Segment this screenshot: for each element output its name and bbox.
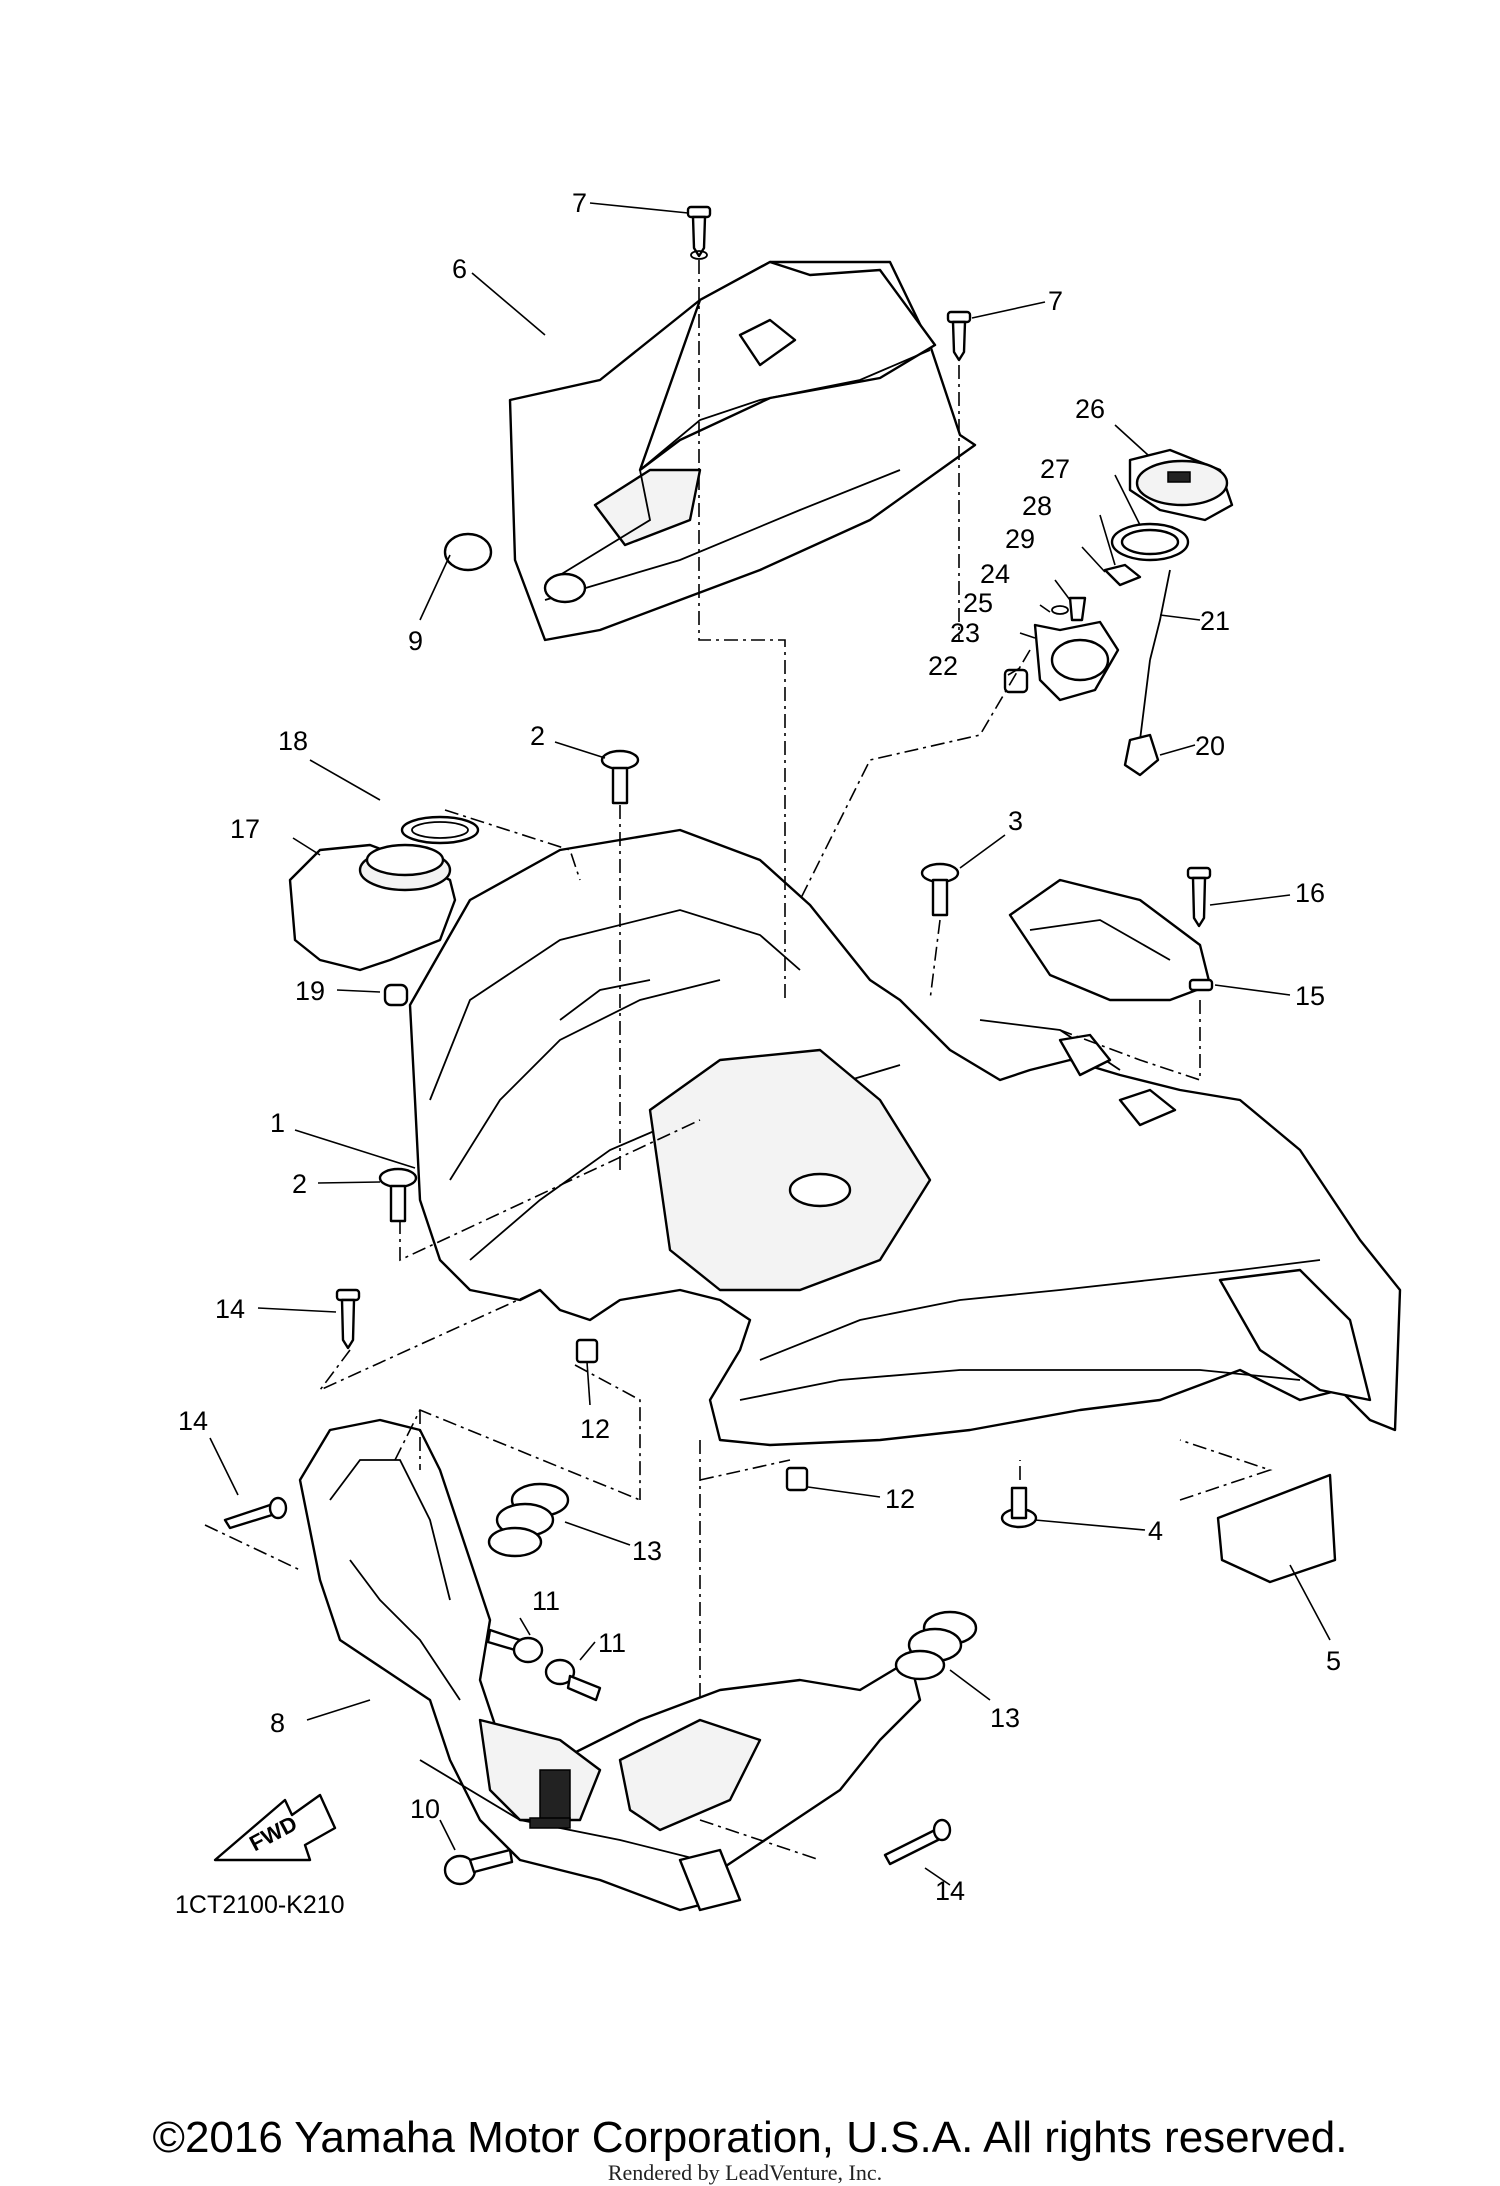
front-upper-cover-part: [508, 260, 977, 642]
callout-2a: 2: [530, 721, 545, 751]
bolt-11-left: [486, 1628, 544, 1664]
callout-25: 25: [963, 588, 993, 618]
leader-lines: [209, 202, 1331, 1886]
callout-19: 19: [295, 976, 325, 1006]
callout-18: 18: [278, 726, 308, 756]
callout-3: 3: [1008, 806, 1023, 836]
bolt-3: [920, 862, 960, 917]
callout-23: 23: [950, 618, 980, 648]
side-cover-15: [1008, 878, 1214, 1002]
callout-14a: 14: [215, 1294, 245, 1324]
callout-7b: 7: [1048, 286, 1063, 316]
callout-4: 4: [1148, 1516, 1163, 1546]
callout-29: 29: [1005, 524, 1035, 554]
callout-13b: 13: [990, 1703, 1020, 1733]
callout-14b: 14: [178, 1406, 208, 1436]
callout-15: 15: [1295, 981, 1325, 1011]
bolt-2-top: [600, 749, 640, 805]
diagram-code: 1CT2100-K210: [175, 1891, 345, 1919]
callout-22: 22: [928, 651, 958, 681]
screw-16: [1186, 866, 1212, 928]
callout-27: 27: [1040, 454, 1070, 484]
callout-20: 20: [1195, 731, 1225, 761]
callout-21: 21: [1200, 606, 1230, 636]
bolt-4: [1000, 1486, 1038, 1529]
callout-6: 6: [452, 254, 467, 284]
grommet-13-right: [894, 1610, 978, 1681]
pad-5-part: [1216, 1473, 1337, 1584]
callout-2b: 2: [292, 1169, 307, 1199]
callout-10: 10: [410, 1794, 440, 1824]
callout-labels: 7 7 6 9 26 27 28 29 24 25 23 22 21 20 18…: [178, 188, 1341, 1906]
callout-16: 16: [1295, 878, 1325, 908]
rivet-14-guard-right: [883, 1818, 952, 1866]
filler-cover-part: [288, 815, 480, 1007]
fwd-arrow-icon: FWD: [213, 1793, 337, 1862]
front-guard-part: [298, 1418, 922, 1912]
callout-13a: 13: [632, 1536, 662, 1566]
clip-12-right: [785, 1466, 809, 1492]
front-fender-part: [408, 828, 1402, 1447]
fuel-cap-assembly: [1003, 448, 1234, 777]
screw-7-right: [946, 310, 972, 362]
rivet-14-guard-left: [223, 1496, 288, 1530]
grommet-13-left: [487, 1482, 570, 1558]
bolt-11-right: [544, 1658, 602, 1702]
callout-11a: 11: [532, 1586, 560, 1616]
callout-17: 17: [230, 814, 260, 844]
bolt-2-left: [378, 1167, 418, 1223]
callout-9: 9: [408, 626, 423, 656]
alignment-lines: [204, 260, 1273, 1861]
callout-12b: 12: [885, 1484, 915, 1514]
bolt-10: [443, 1848, 514, 1886]
callout-5: 5: [1326, 1646, 1341, 1676]
callout-12a: 12: [580, 1414, 610, 1444]
rendered-by-note: Rendered by LeadVenture, Inc.: [608, 2160, 882, 2185]
clip-12-left: [575, 1338, 599, 1364]
callout-8: 8: [270, 1708, 285, 1738]
callout-28: 28: [1022, 491, 1052, 521]
callout-7a: 7: [572, 188, 587, 218]
callout-14c: 14: [935, 1876, 965, 1906]
callout-24: 24: [980, 559, 1010, 589]
screw-7-top: [686, 205, 712, 260]
copyright-notice: ©2016 Yamaha Motor Corporation, U.S.A. A…: [153, 2113, 1348, 2162]
callout-26: 26: [1075, 394, 1105, 424]
cap-sticker-part: [443, 532, 493, 572]
rivet-14-left: [335, 1288, 361, 1350]
callout-11b: 11: [598, 1628, 626, 1658]
callout-1: 1: [270, 1108, 285, 1138]
